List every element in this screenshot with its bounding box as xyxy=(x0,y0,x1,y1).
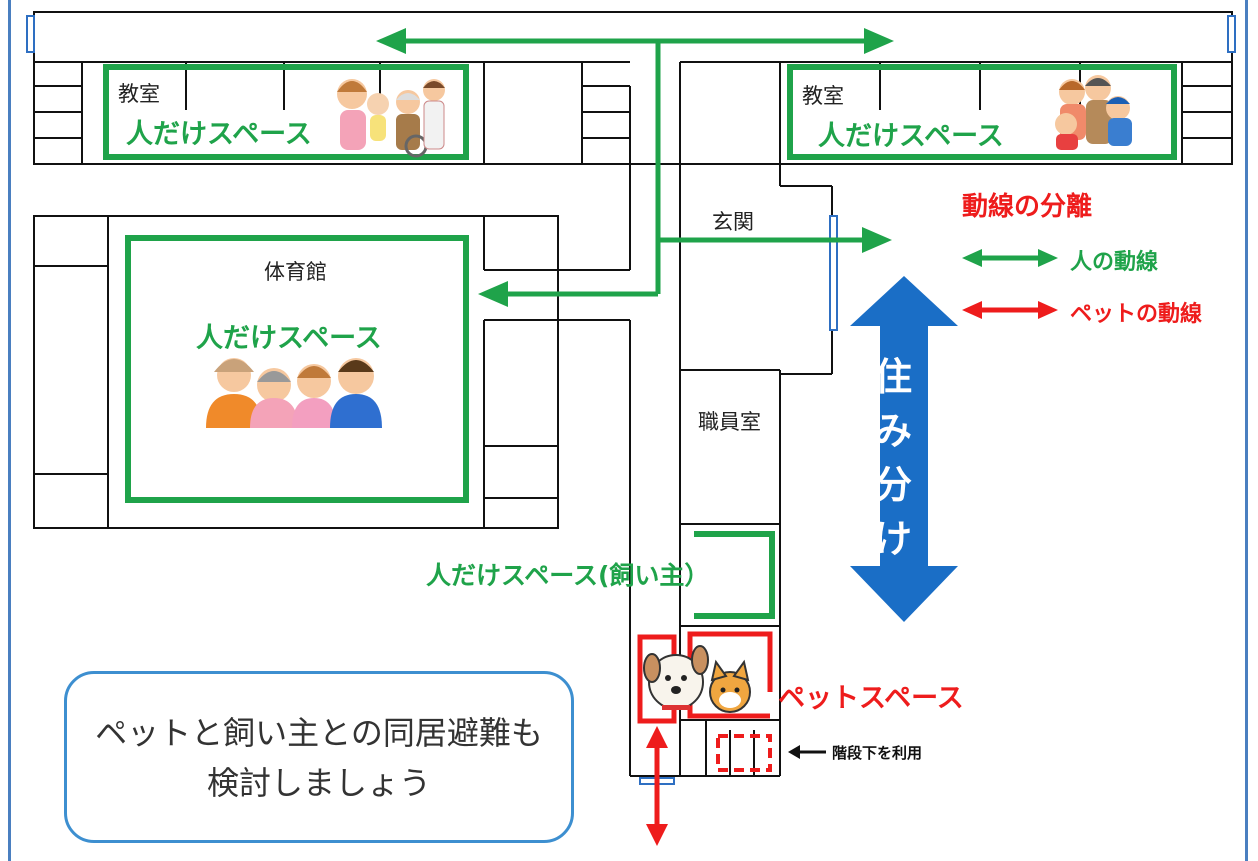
people-only-space-owner: 人だけスペース(飼い主） xyxy=(426,561,710,590)
stairs-note: 階段下を利用 xyxy=(832,744,923,762)
stairs-pointer xyxy=(788,745,826,759)
entrance-label: 玄関 xyxy=(712,210,754,234)
staff-room-label: 職員室 xyxy=(698,410,761,434)
people-family-icon xyxy=(1055,75,1132,150)
advice-callout: ペットと飼い主との同居避難も 検討しましょう xyxy=(64,671,574,843)
human-route-lines xyxy=(396,36,884,299)
gym-label: 体育館 xyxy=(264,260,327,284)
people-only-zones xyxy=(103,64,1177,619)
elderly-people-icon xyxy=(337,79,445,158)
separation-char-3: 分 xyxy=(873,463,912,507)
separation-arrow xyxy=(850,276,958,622)
legend-pet-arrow xyxy=(962,301,1058,319)
callout-line-1: ペットと飼い主との同居避難も xyxy=(95,714,543,752)
callout-line-2: 検討しましょう xyxy=(206,764,431,802)
pet-route-arrow xyxy=(646,726,668,846)
legend-title: 動線の分離 xyxy=(962,192,1093,222)
separation-char-2: み xyxy=(873,409,912,453)
people-only-space-gym: 人だけスペース xyxy=(196,323,382,354)
separation-char-1: 住 xyxy=(873,355,912,399)
people-only-space-right: 人だけスペース xyxy=(818,121,1004,152)
pet-space-label: ペットスペース xyxy=(778,683,964,714)
elderly-people-icon xyxy=(206,358,382,428)
building-walls xyxy=(33,11,1233,777)
classroom-left-label: 教室 xyxy=(118,82,160,106)
dog-icon xyxy=(643,645,709,710)
legend-pet-route: ペットの動線 xyxy=(1070,302,1203,327)
legend-human-arrow xyxy=(962,249,1058,267)
separation-char-4: け xyxy=(873,517,912,561)
human-route-heads xyxy=(376,28,894,307)
people-only-space-left: 人だけスペース xyxy=(126,119,312,150)
cat-icon xyxy=(709,659,751,713)
classroom-right-label: 教室 xyxy=(802,84,844,108)
legend-human-route: 人の動線 xyxy=(1070,250,1159,275)
page-frame xyxy=(8,0,1248,861)
